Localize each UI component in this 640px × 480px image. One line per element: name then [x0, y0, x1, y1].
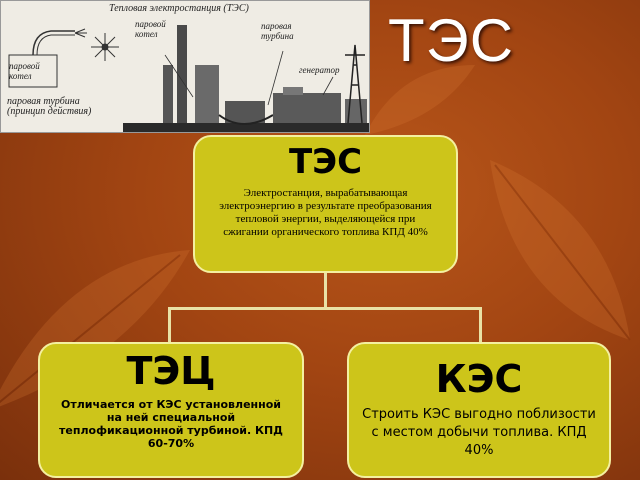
turbine-principle-icon [8, 28, 119, 88]
node-tec: ТЭЦ Отличается от КЭС установленной на н… [38, 342, 304, 478]
power-plant-icon [123, 25, 369, 132]
connector-horizontal [168, 307, 482, 310]
label-boiler: паровой котел [135, 19, 166, 39]
slide-title: ТЭС [388, 7, 515, 74]
label-turbine-principle: паровая турбина (принцип действия) [7, 96, 92, 117]
connector-left [168, 307, 171, 344]
node-tec-description: Отличается от КЭС установленной на ней с… [59, 398, 283, 450]
node-kes: КЭС Строить КЭС выгодно поблизости с мес… [347, 342, 611, 478]
leaf-decoration-icon [490, 160, 631, 341]
label-generator: генератор [299, 65, 340, 75]
connector-right [479, 307, 482, 344]
node-kes-title: КЭС [435, 357, 523, 401]
node-tes: ТЭС Электростанция, вырабатывающая элект… [193, 135, 458, 273]
node-tes-title: ТЭС [288, 142, 363, 182]
label-turbine: паровая турбина [261, 21, 294, 41]
power-plant-illustration: Тепловая электростанция (ТЭС) паровой ко… [0, 0, 370, 133]
leaf-decoration-icon [365, 65, 475, 135]
illustration-caption: Тепловая электростанция (ТЭС) [109, 3, 249, 14]
label-boiler-small: паровой котел [9, 61, 40, 81]
node-tes-description: Электростанция, вырабатывающая электроэн… [219, 187, 432, 238]
node-kes-description: Строить КЭС выгодно поблизости с местом … [362, 407, 596, 458]
node-tec-title: ТЭЦ [126, 349, 216, 393]
connector-vertical-root [324, 272, 327, 308]
